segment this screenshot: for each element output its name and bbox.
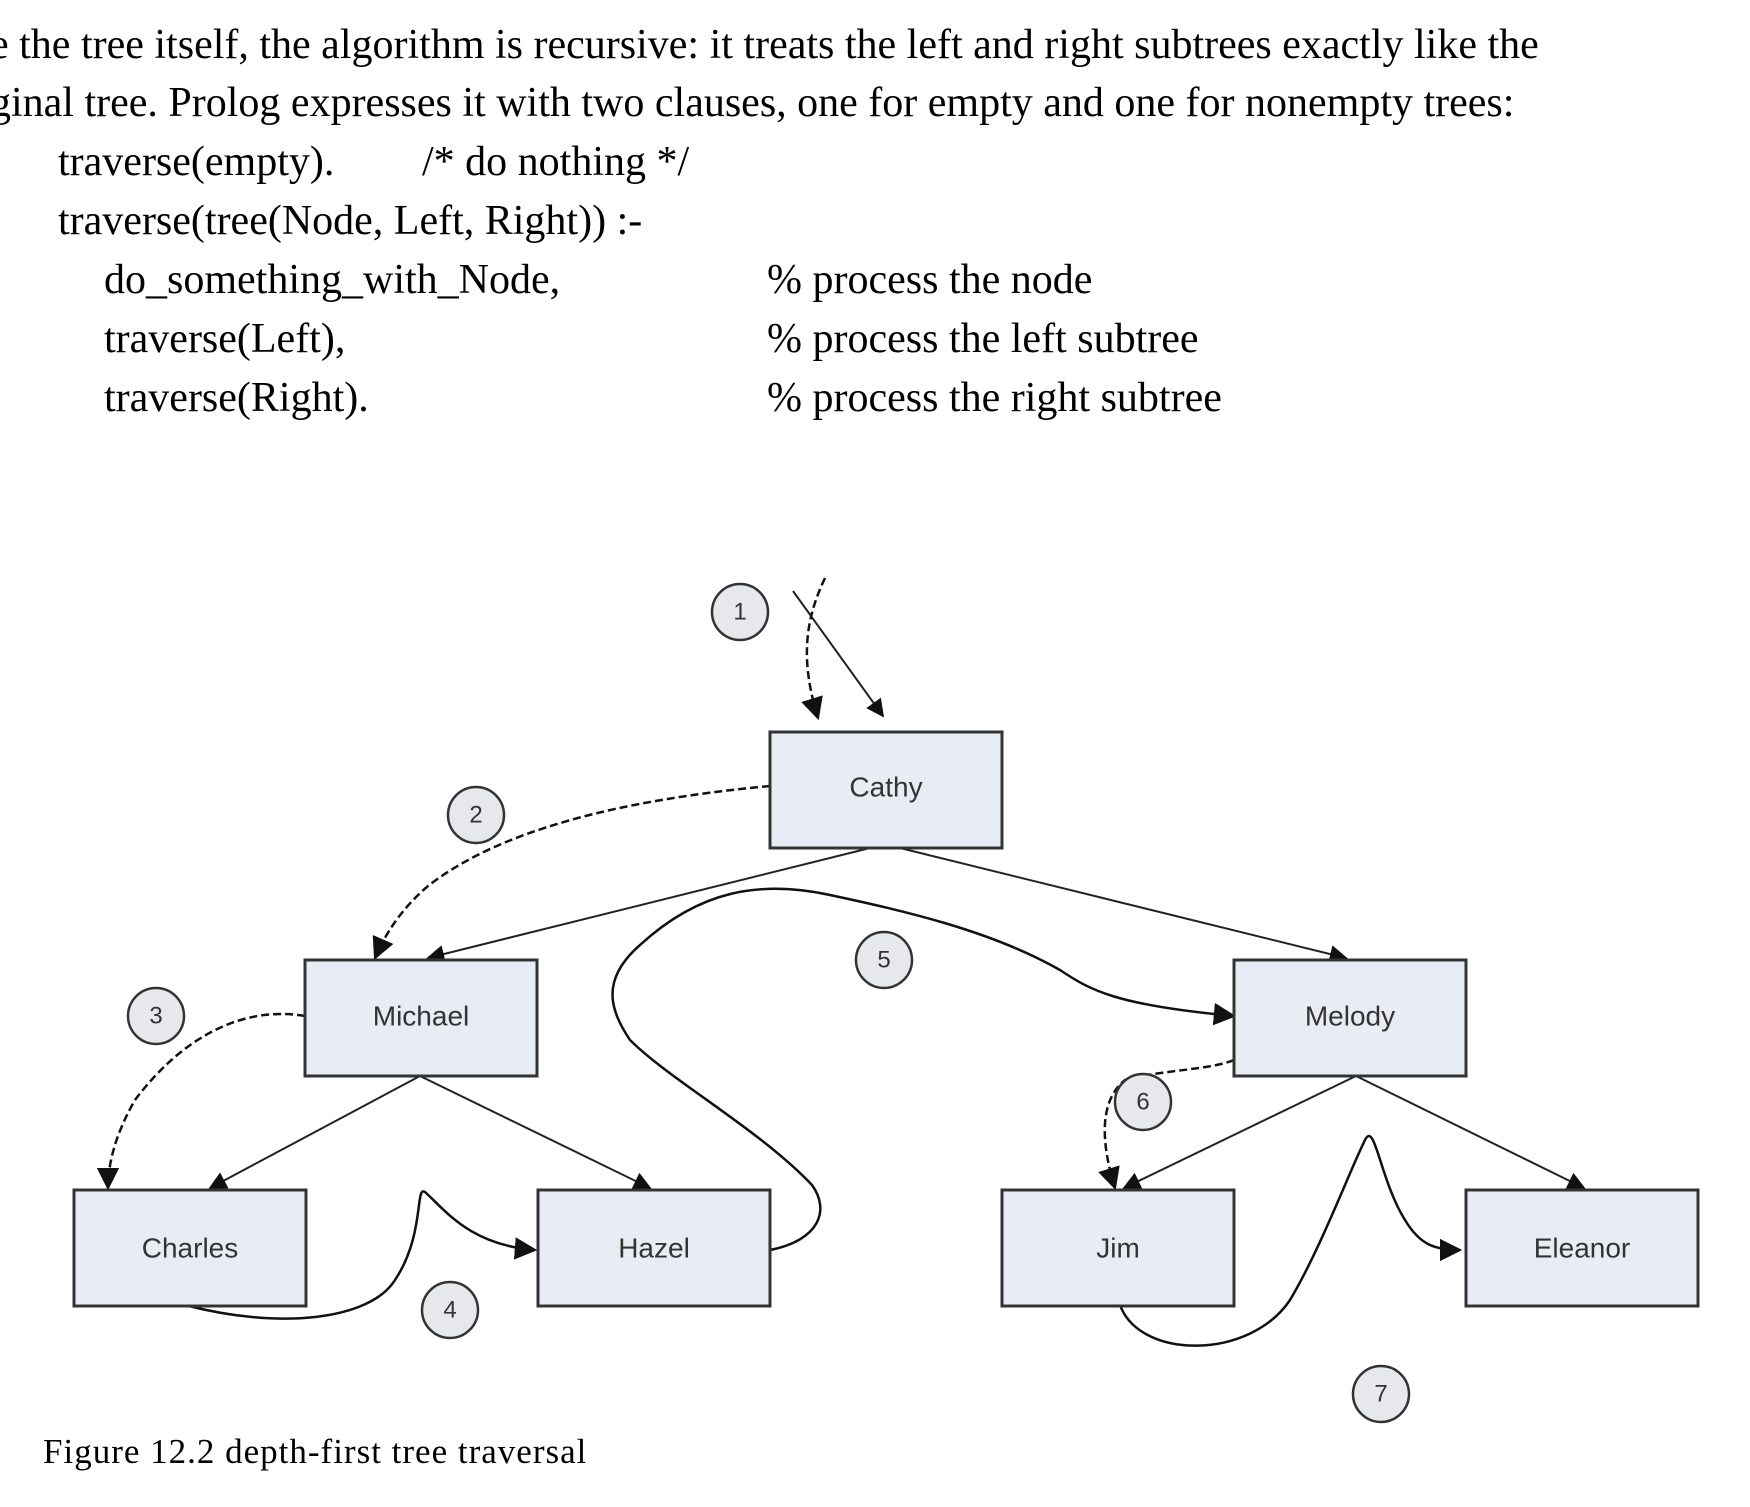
edge-cathy-michael xyxy=(426,847,871,963)
node-hazel: Hazel xyxy=(536,1188,772,1308)
node-label: Hazel xyxy=(618,1232,690,1263)
svg-text:5: 5 xyxy=(877,947,890,974)
svg-text:6: 6 xyxy=(1136,1089,1149,1116)
node-michael: Michael xyxy=(303,958,539,1078)
node-eleanor: Eleanor xyxy=(1464,1188,1700,1308)
code-comment-4: % process the left subtree xyxy=(767,316,1199,362)
step-marker-2: 2 xyxy=(446,785,506,845)
prose-line-2: ginal tree. Prolog expresses it with two… xyxy=(0,80,1515,126)
code-comment-5: % process the right subtree xyxy=(767,375,1222,421)
svg-text:7: 7 xyxy=(1374,1381,1387,1408)
step-marker-6: 6 xyxy=(1113,1072,1173,1132)
step-marker-5: 5 xyxy=(854,930,914,990)
step-marker-7: 7 xyxy=(1351,1364,1411,1424)
node-label: Michael xyxy=(373,1000,469,1031)
node-label: Jim xyxy=(1096,1232,1140,1263)
svg-text:3: 3 xyxy=(149,1003,162,1030)
node-jim: Jim xyxy=(1000,1188,1236,1308)
prose-line-1: e the tree itself, the algorithm is recu… xyxy=(0,22,1539,68)
node-label: Charles xyxy=(142,1232,238,1263)
traversal-path xyxy=(96,577,1463,1347)
entry-arrow xyxy=(792,590,885,718)
path-step-3 xyxy=(96,1012,306,1191)
step-marker-4: 4 xyxy=(420,1280,480,1340)
path-step-2 xyxy=(372,784,771,961)
svg-text:4: 4 xyxy=(443,1297,456,1324)
tree-nodes: Cathy Michael Melody Charles Hazel Jim E… xyxy=(72,730,1700,1308)
edge-cathy-melody xyxy=(899,847,1348,963)
code-line-3: do_something_with_Node, xyxy=(104,257,561,303)
path-step-4 xyxy=(184,1190,538,1320)
node-label: Eleanor xyxy=(1534,1232,1631,1263)
step-marker-1: 1 xyxy=(710,582,770,642)
code-line-4: traverse(Left), xyxy=(104,316,346,362)
code-line-2: traverse(tree(Node, Left, Right)) :- xyxy=(58,198,643,244)
code-comment-1: /* do nothing */ xyxy=(422,139,690,185)
node-label: Melody xyxy=(1305,1000,1395,1031)
node-melody: Melody xyxy=(1232,958,1468,1078)
path-step-1 xyxy=(801,577,827,721)
step-markers: 1 2 3 4 5 6 7 xyxy=(126,582,1411,1424)
edge-melody-jim xyxy=(1122,1075,1357,1190)
edge-michael-hazel xyxy=(419,1075,652,1189)
path-step-7 xyxy=(1118,1134,1463,1347)
svg-text:2: 2 xyxy=(469,802,482,829)
code-line-1: traverse(empty). xyxy=(58,139,335,185)
svg-text:1: 1 xyxy=(733,599,746,626)
edge-michael-charles xyxy=(208,1075,421,1189)
node-charles: Charles xyxy=(72,1188,308,1308)
node-label: Cathy xyxy=(849,771,922,802)
tree-edges xyxy=(208,590,1586,1190)
node-cathy: Cathy xyxy=(768,730,1004,850)
step-marker-3: 3 xyxy=(126,986,186,1046)
code-comment-3: % process the node xyxy=(767,257,1093,303)
edge-melody-eleanor xyxy=(1355,1075,1586,1189)
figure-caption: Figure 12.2 depth-first tree traversal xyxy=(43,1432,588,1471)
code-line-5: traverse(Right). xyxy=(104,375,369,421)
path-step-5 xyxy=(611,887,1237,1252)
